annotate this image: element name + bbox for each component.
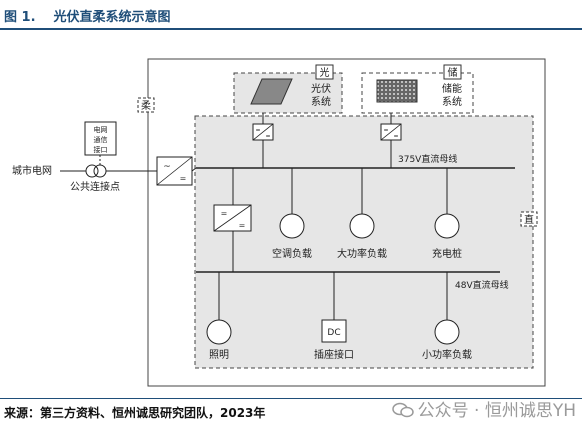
pv-label-line1: 光伏 bbox=[311, 82, 331, 95]
storage-label-line1: 储能 bbox=[442, 82, 462, 95]
svg-text:=: = bbox=[221, 209, 228, 218]
svg-text:=: = bbox=[265, 133, 270, 140]
source-rule bbox=[0, 398, 582, 399]
low-power-load-icon bbox=[434, 319, 460, 345]
pcc-label: 公共连接点 bbox=[70, 180, 120, 193]
charging-pile-icon bbox=[434, 213, 460, 239]
city-grid-label: 城市电网 bbox=[12, 164, 52, 177]
lighting-icon bbox=[206, 319, 232, 345]
load-ac-label: 空调负载 bbox=[272, 247, 312, 260]
comm-line3: 接口 bbox=[94, 145, 108, 154]
battery-icon bbox=[376, 79, 418, 103]
flex-tag: 柔 bbox=[141, 100, 151, 112]
socket-dc-box bbox=[321, 319, 347, 343]
figure-title-text: 光伏直柔系统示意图 bbox=[53, 10, 171, 25]
storage-tag: 储 bbox=[448, 66, 458, 79]
pv-tag-box bbox=[315, 64, 334, 80]
high-power-load-icon bbox=[349, 213, 375, 239]
pv-tag: 光 bbox=[320, 66, 330, 79]
title-rule bbox=[0, 28, 582, 30]
svg-text:~: ~ bbox=[163, 162, 171, 172]
load-socket-label: 插座接口 bbox=[314, 348, 354, 361]
flex-tag-box bbox=[137, 97, 155, 113]
direct-tag: 直 bbox=[524, 213, 534, 226]
svg-text:=: = bbox=[180, 174, 187, 183]
bus-375-label: 375V直流母线 bbox=[398, 153, 457, 165]
svg-text:=: = bbox=[239, 221, 246, 230]
dc-box-label: DC bbox=[327, 328, 340, 338]
load-low-power-label: 小功率负载 bbox=[422, 348, 472, 361]
dc-zone bbox=[194, 115, 534, 369]
figure-label: 图 1. bbox=[4, 10, 36, 25]
pv-panel-icon bbox=[250, 78, 293, 105]
storage-tag-box bbox=[443, 64, 462, 80]
direct-tag-box bbox=[520, 211, 538, 227]
load-high-power-label: 大功率负载 bbox=[337, 247, 387, 260]
load-lighting-label: 照明 bbox=[209, 349, 229, 361]
svg-text:=: = bbox=[393, 133, 398, 140]
ac-load-icon bbox=[279, 213, 305, 239]
load-charger-label: 充电桩 bbox=[432, 247, 462, 260]
svg-text:=: = bbox=[383, 127, 388, 134]
figure-title: 图 1. 光伏直柔系统示意图 bbox=[4, 6, 171, 25]
watermark-text: 公众号 · 恒州诚思YH bbox=[417, 401, 576, 421]
storage-label-line2: 系统 bbox=[442, 95, 462, 108]
source-note: 来源：第三方资料、恒州诚思研究团队，2023年 bbox=[4, 406, 266, 420]
wechat-icon bbox=[391, 402, 414, 418]
comm-line1: 电网 bbox=[94, 125, 108, 134]
svg-text:=: = bbox=[255, 127, 260, 134]
pv-label-line2: 系统 bbox=[311, 95, 331, 108]
comm-line2: 通信 bbox=[94, 135, 108, 144]
bus-48-label: 48V直流母线 bbox=[455, 279, 509, 291]
watermark: 公众号 · 恒州诚思YH bbox=[391, 396, 576, 421]
